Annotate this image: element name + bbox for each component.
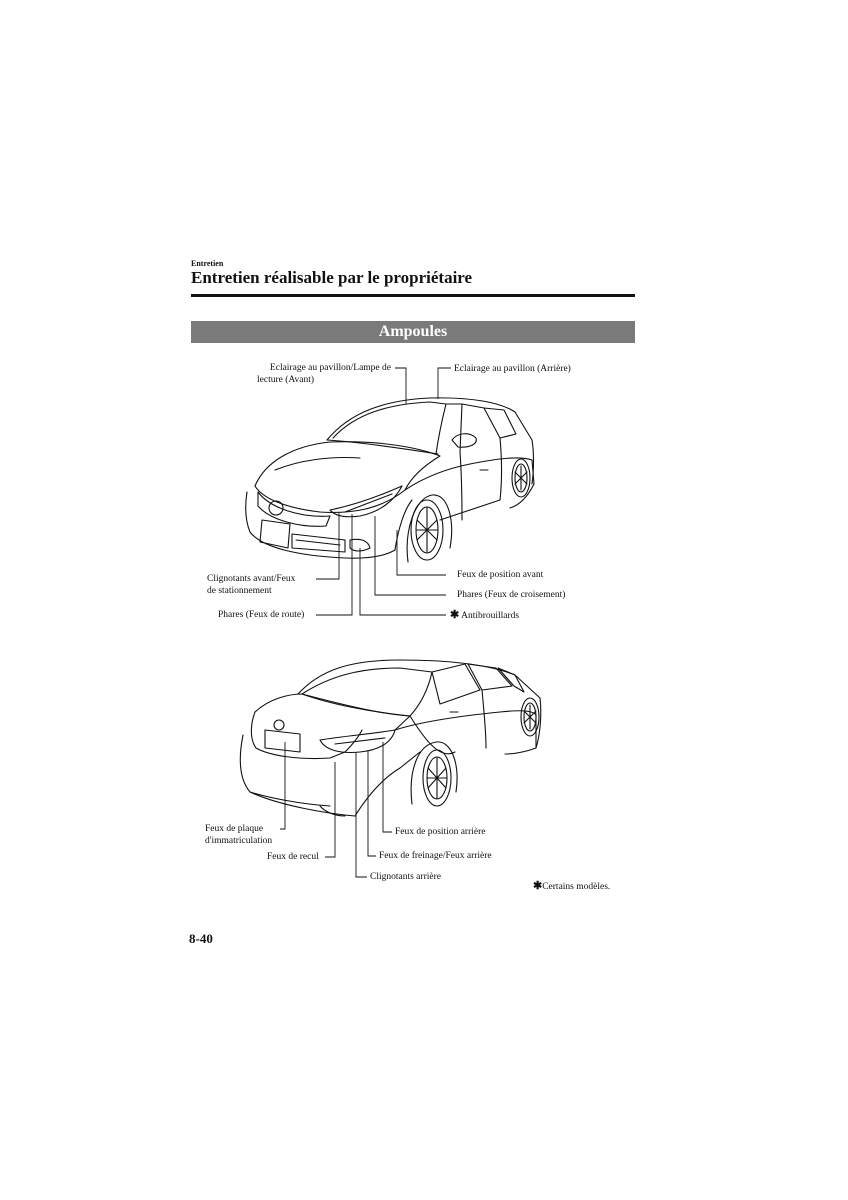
label-brake-tail: Feux de freinage/Feux arrière <box>379 850 492 862</box>
asterisk-icon: ✱ <box>450 609 459 621</box>
label-reverse-light: Feux de recul <box>267 851 319 863</box>
label-front-position: Feux de position avant <box>457 569 543 581</box>
label-high-beam: Phares (Feux de route) <box>218 609 304 621</box>
label-roof-light-front-line2: lecture (Avant) <box>257 374 391 386</box>
asterisk-icon: ✱ <box>533 880 542 892</box>
label-fog-lights: ✱ Antibrouillards <box>450 609 519 622</box>
label-plate-light-line2: d'immatriculation <box>205 835 272 847</box>
footnote: ✱Certains modèles. <box>533 879 610 892</box>
label-front-turn-signal-line2: de stationnement <box>207 585 295 597</box>
label-front-turn-signal: Clignotants avant/Feux de stationnement <box>207 573 295 597</box>
label-low-beam: Phares (Feux de croisement) <box>457 589 565 601</box>
label-rear-position: Feux de position arrière <box>395 826 486 838</box>
label-fog-lights-text: Antibrouillards <box>461 611 519 621</box>
label-rear-turn-signal: Clignotants arrière <box>370 871 441 883</box>
footnote-text: Certains modèles. <box>542 882 610 892</box>
label-roof-light-front: Eclairage au pavillon/Lampe de lecture (… <box>213 362 391 386</box>
label-plate-light-line1: Feux de plaque <box>205 823 272 835</box>
label-front-turn-signal-line1: Clignotants avant/Feux <box>207 573 295 585</box>
page-number: 8-40 <box>189 931 213 947</box>
front-car-illustration <box>246 398 534 562</box>
label-roof-light-front-line1: Eclairage au pavillon/Lampe de <box>213 362 391 374</box>
label-plate-light: Feux de plaque d'immatriculation <box>205 823 272 847</box>
label-roof-light-rear: Eclairage au pavillon (Arrière) <box>454 363 571 375</box>
